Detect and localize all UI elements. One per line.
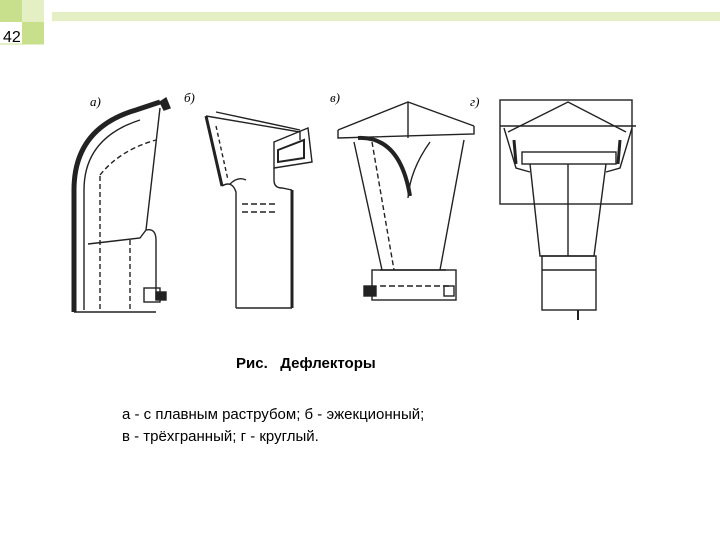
caption-line: в - трёхгранный; г - круглый. [122,428,319,445]
caption-line: а - с плавным раструбом; б - эжекционный… [122,406,425,423]
decor-square [0,0,22,22]
deflector-b [204,111,313,309]
deflector-g [499,99,636,320]
figure-caption-legend: а - с плавным раструбом; б - эжекционный… [122,404,424,448]
panel-label-b: б) [184,90,195,105]
panel-label-a: а) [90,94,101,109]
panel-label-v: в) [330,90,340,105]
page-number: 42 [3,29,21,46]
slide-header-decoration [0,0,720,45]
decor-square [22,22,44,44]
decor-square [22,0,44,22]
figure-caption-title: Рис. Дефлекторы [236,355,376,372]
deflector-drawing: а) б) в) г) [71,90,636,320]
deflector-a [71,96,171,313]
decor-square [0,22,22,44]
header-band [52,12,720,21]
deflector-v [337,101,475,301]
panel-label-g: г) [470,94,479,109]
